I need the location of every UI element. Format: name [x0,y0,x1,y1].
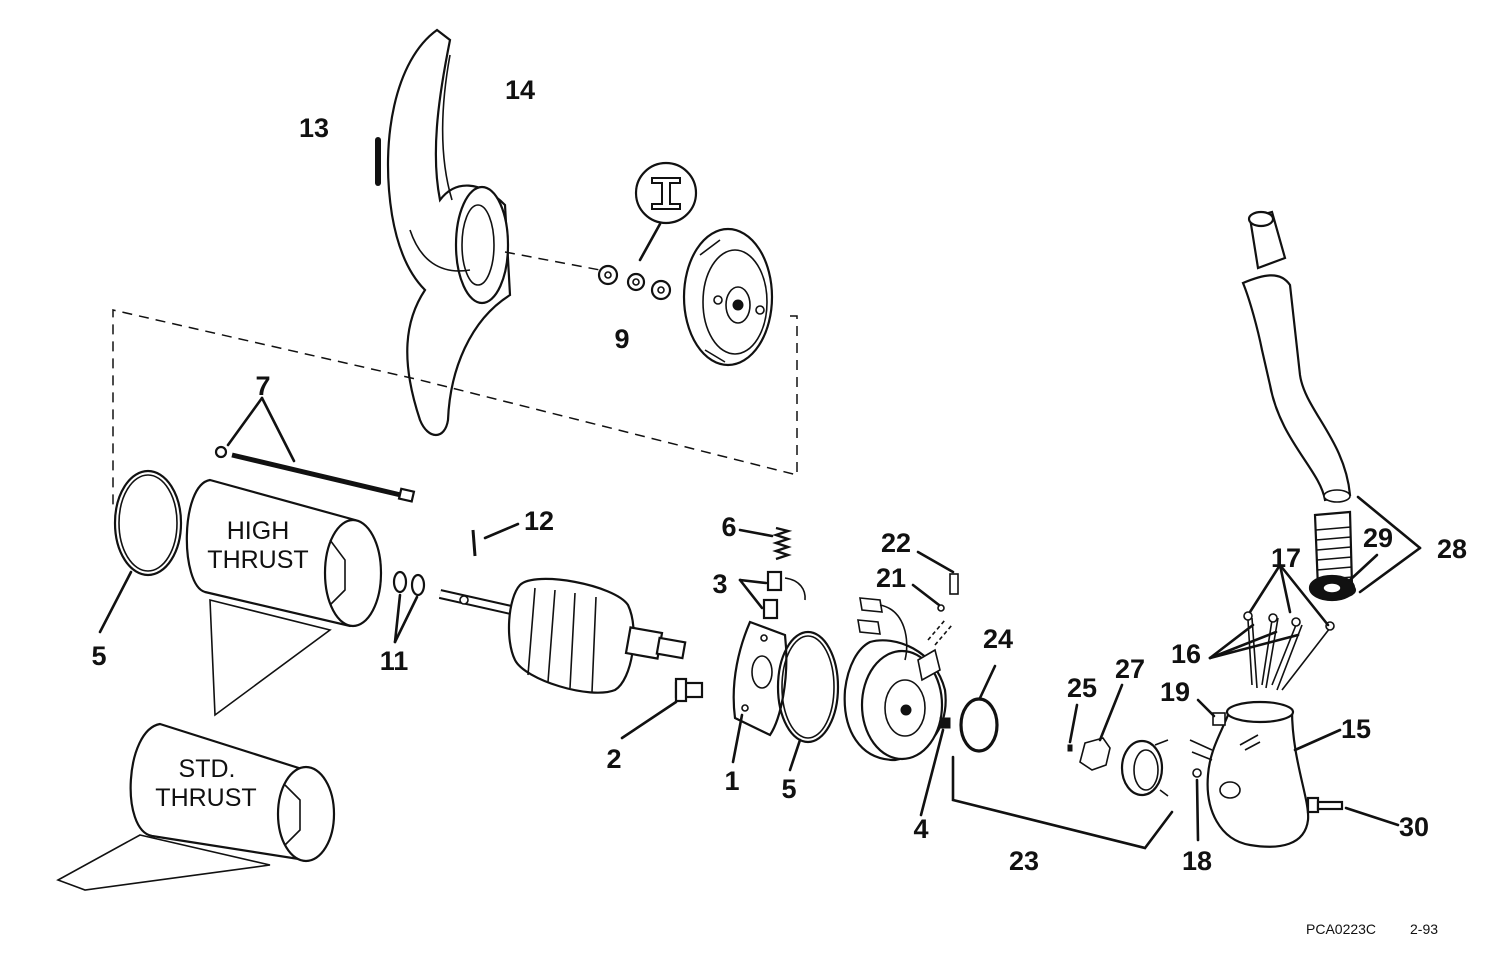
callout-13: 13 [299,113,329,143]
callout-28: 28 [1437,534,1467,564]
propeller [386,28,512,437]
callout-16: 16 [1171,639,1201,669]
high-thrust-label-line2: THRUST [207,546,308,574]
lower-housing [1206,700,1310,848]
callout-3: 3 [712,569,727,599]
washer-detail-callout [634,161,698,262]
std-thrust-label-line2: THRUST [155,784,256,812]
callout-11: 11 [380,646,409,676]
callout-21: 21 [876,563,906,593]
callout-5-middle: 5 [781,774,796,804]
callout-24: 24 [983,624,1013,654]
callout-1: 1 [724,766,739,796]
callout-18: 18 [1182,846,1212,876]
callout-14: 14 [505,75,535,105]
thru-bolt [214,445,416,503]
std-thrust-label-line1: STD. [179,755,236,783]
front-end-cap [682,227,774,367]
brush-plate [732,620,788,737]
washer-set [597,264,672,301]
drive-pin [471,529,477,557]
callout-9: 9 [614,324,629,354]
callout-30: 30 [1399,812,1429,842]
high-thrust-label-line1: HIGH [227,517,290,545]
small-screw [937,604,945,612]
brush-spring [772,526,793,561]
callout-22: 22 [881,528,911,558]
callout-29: 29 [1363,523,1393,553]
armature [438,577,687,694]
callout-15: 15 [1341,714,1371,744]
rear-end-bell [843,597,953,762]
brush-plate-screw [674,677,704,703]
callout-2: 2 [606,744,621,774]
collar [1120,739,1169,797]
thrust-washers [392,570,426,597]
grommet [939,717,951,729]
wire-leads [1243,611,1335,691]
switch-clip [1067,737,1111,771]
callout-7: 7 [255,371,270,401]
callout-17: 17 [1271,543,1301,573]
callout-27: 27 [1115,654,1145,684]
seal-kit-bracket [951,755,1174,850]
callout-12: 12 [524,506,554,536]
steering-column-tube [1241,210,1352,503]
o-ring-small [959,697,999,753]
std-thrust-housing [56,722,336,891]
o-ring-middle [776,630,840,744]
diagram-code: PCA0223C [1306,921,1376,937]
high-thrust-housing [185,478,383,717]
mounting-screw [1306,796,1344,814]
o-ring-left [113,469,183,577]
callout-5-left: 5 [91,641,106,671]
housing-pins [1189,739,1213,778]
housing-screw [1212,712,1226,726]
callout-23: 23 [1009,846,1039,876]
diagram-date: 2-93 [1410,921,1438,937]
callout-6: 6 [721,512,736,542]
rear-pin [949,573,959,595]
brushes [762,570,806,620]
callout-19: 19 [1160,677,1190,707]
callout-4: 4 [913,814,928,844]
callout-25: 25 [1067,673,1097,703]
